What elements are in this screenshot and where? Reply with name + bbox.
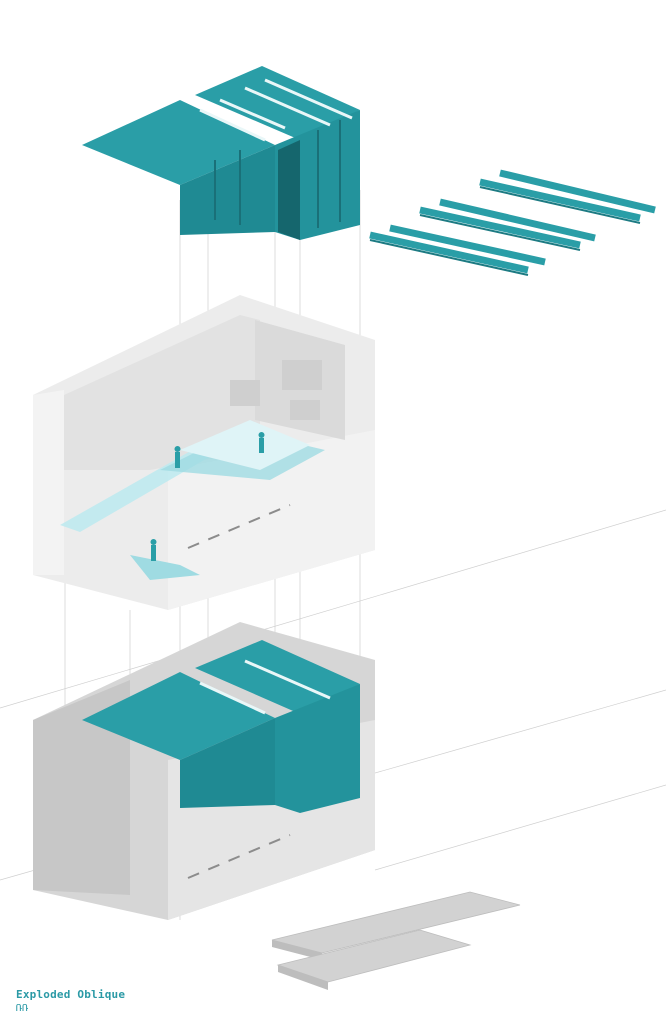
caption-title: Exploded Oblique	[16, 988, 126, 1001]
diagram-caption: Exploded Oblique ՌՌ	[16, 988, 125, 1016]
interior-room-layer	[33, 295, 375, 610]
loose-battens	[369, 169, 656, 274]
figures	[150, 432, 265, 561]
ceiling-fins-layer	[82, 66, 360, 240]
caption-mark: ՌՌ	[16, 1003, 29, 1014]
room-with-fins-layer	[33, 622, 375, 920]
base-slabs	[271, 891, 521, 990]
